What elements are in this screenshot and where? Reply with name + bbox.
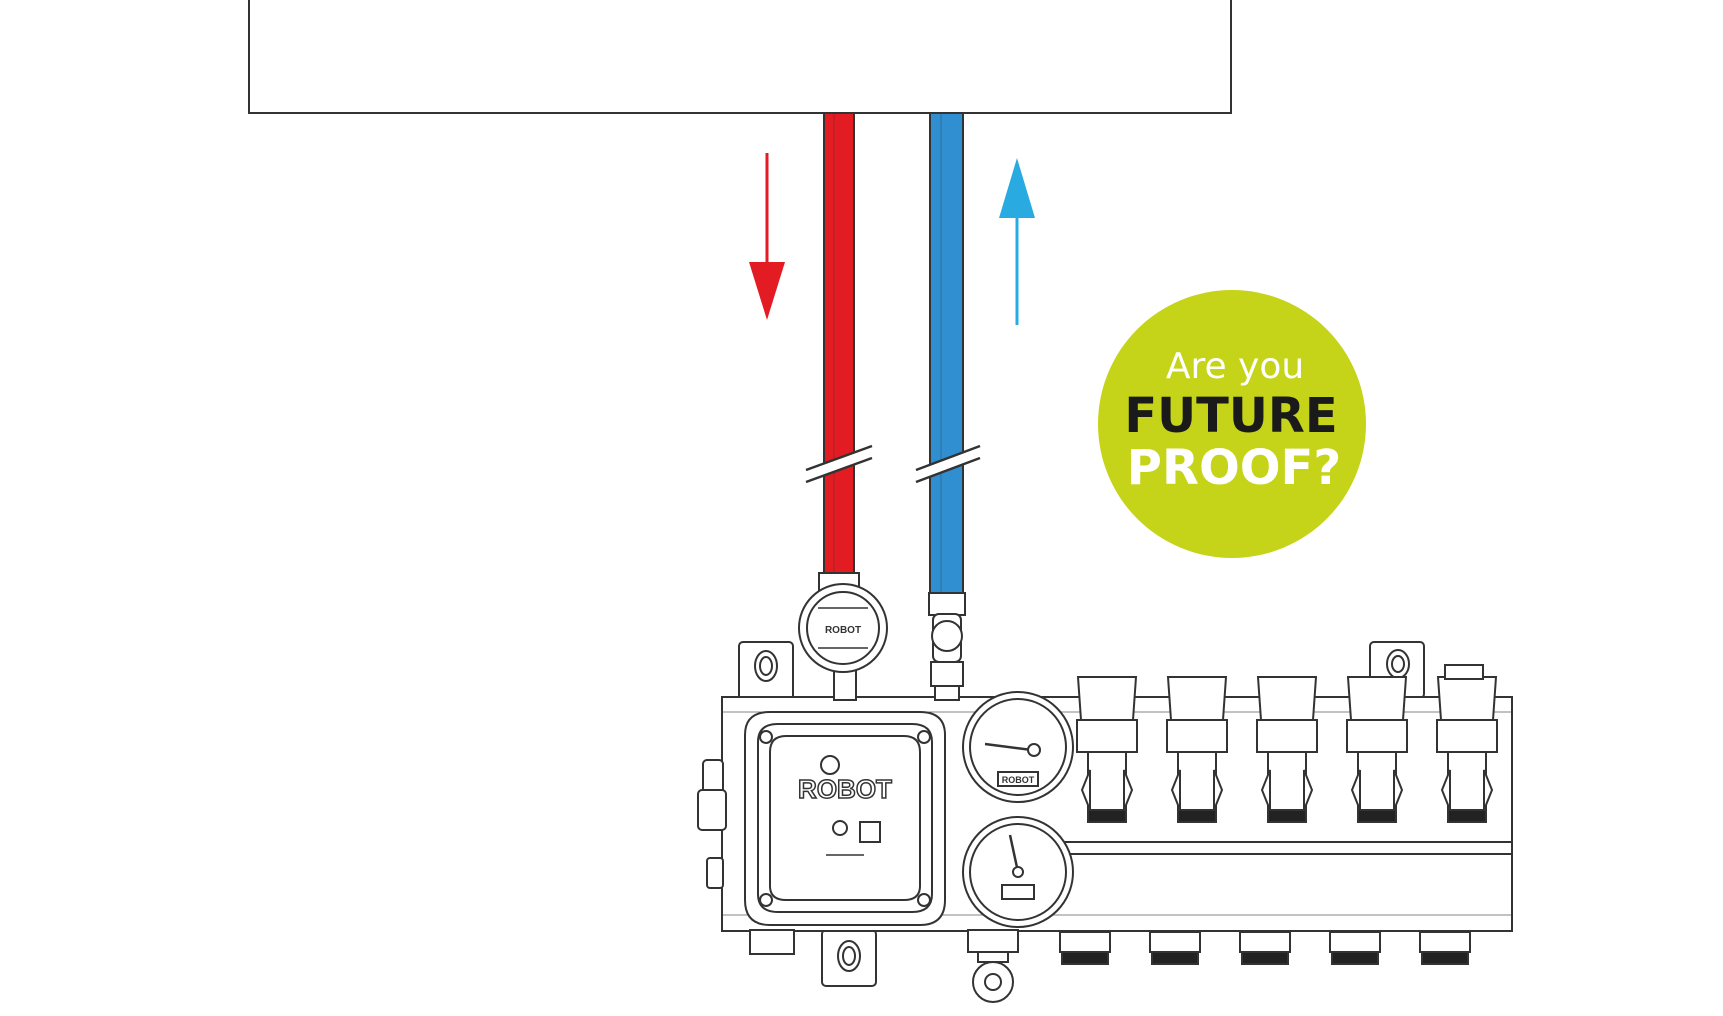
circuit-valves [1059, 664, 1498, 965]
mounting-bracket-left [738, 641, 794, 705]
pipe-break-icon [805, 444, 981, 484]
return-isolation-valve [928, 592, 966, 701]
valve-logo: ROBOT [825, 625, 861, 636]
pump-logo: ROBOT [798, 774, 892, 804]
flow-pipe [823, 112, 855, 574]
badge-line-1: Are you [1166, 346, 1304, 387]
pressure-gauge-icon [962, 816, 1074, 928]
flow-isolation-valve: ROBOT [798, 572, 888, 701]
mounting-bracket-bottom [821, 929, 877, 987]
badge-line-2: FUTURE [1124, 388, 1337, 444]
badge-line-3: PROOF? [1127, 440, 1341, 496]
circuit-valve-5 [1419, 676, 1498, 965]
circuit-valve-1 [1059, 676, 1138, 965]
heat-source-box [248, 0, 1232, 114]
manifold-unit: ROBOT ROBOT [697, 572, 1513, 1003]
circuit-valve-2 [1149, 676, 1228, 965]
temperature-gauge-logo: ROBOT [1002, 775, 1035, 785]
circuit-valve-3 [1239, 676, 1318, 965]
up-arrow-icon [999, 158, 1035, 325]
pump-icon: ROBOT [697, 711, 946, 955]
down-arrow-icon [749, 153, 785, 320]
future-proof-badge: Are you FUTURE PROOF? [1098, 290, 1366, 558]
valve-icon [967, 929, 1019, 1003]
gauge-icon: ROBOT [962, 691, 1074, 803]
return-pipe [929, 112, 964, 594]
circuit-valve-4 [1329, 676, 1408, 965]
